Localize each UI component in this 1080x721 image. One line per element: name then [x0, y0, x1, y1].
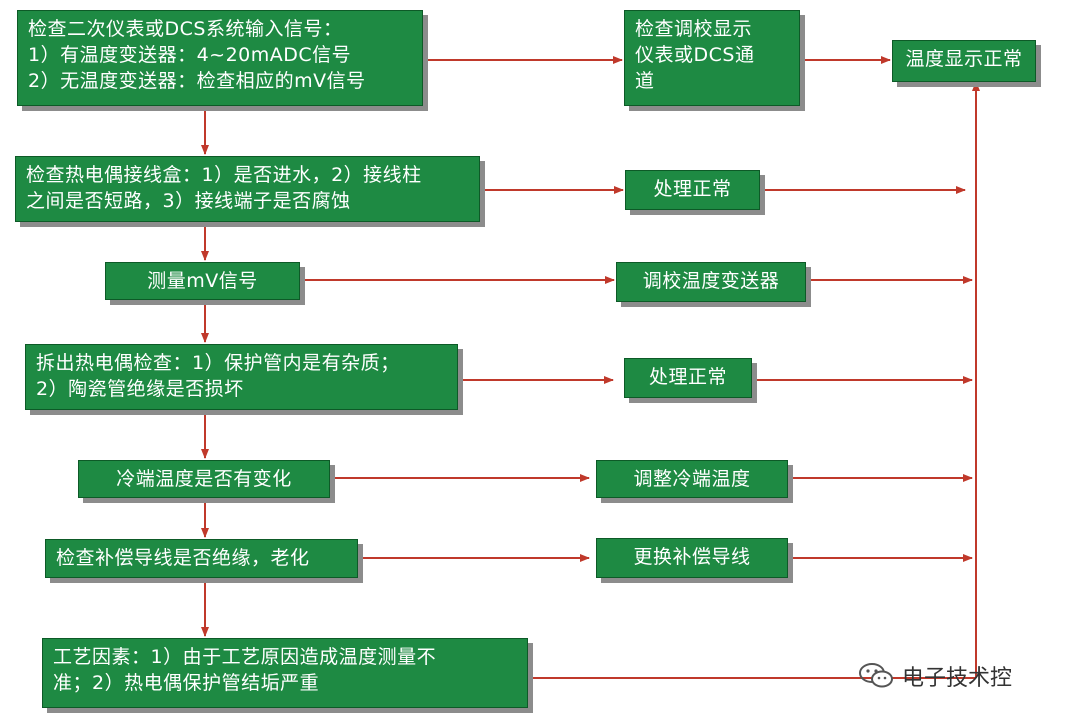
action-5-line-1: 调整冷端温度 [633, 468, 751, 490]
step-5-box: 冷端温度是否有变化 [78, 460, 330, 498]
step-4-line-2: 2）陶瓷管绝缘是否损坏 [36, 378, 244, 400]
step-7-line-2: 准；2）热电偶保护管结垢严重 [53, 672, 320, 694]
result-box: 温度显示正常 [892, 40, 1036, 82]
action-1-line-2: 仪表或DCS通 [635, 44, 755, 66]
step-2-line-1: 检查热电偶接线盒：1）是否进水，2）接线柱 [26, 164, 422, 186]
action-1-line-3: 道 [635, 70, 655, 92]
action-2-line-1: 处理正常 [653, 178, 732, 200]
step-2-line-2: 之间是否短路，3）接线端子是否腐蚀 [26, 190, 351, 212]
step-1-line-1: 检查二次仪表或DCS系统输入信号： [28, 18, 343, 40]
step-2-box: 检查热电偶接线盒：1）是否进水，2）接线柱 之间是否短路，3）接线端子是否腐蚀 [15, 156, 480, 222]
action-6-line-1: 更换补偿导线 [633, 546, 751, 568]
wechat-icon [859, 663, 893, 688]
step-1-box: 检查二次仪表或DCS系统输入信号： 1）有温度变送器：4~20mADC信号 2）… [17, 10, 423, 106]
action-1-line-1: 检查调校显示 [635, 18, 753, 40]
result-label: 温度显示正常 [905, 48, 1023, 70]
action-4-line-1: 处理正常 [648, 366, 727, 388]
watermark-text: 电子技术控 [902, 666, 1013, 691]
watermark: 电子技术控 [858, 656, 1058, 696]
action-5-box: 调整冷端温度 [596, 460, 788, 498]
step-3-line-1: 测量mV信号 [147, 270, 258, 292]
action-6-box: 更换补偿导线 [596, 538, 788, 578]
action-2-box: 处理正常 [625, 170, 760, 210]
step-5-line-1: 冷端温度是否有变化 [116, 468, 292, 490]
action-3-line-1: 调校温度变送器 [642, 270, 780, 292]
action-3-box: 调校温度变送器 [616, 262, 806, 302]
action-1-box: 检查调校显示 仪表或DCS通 道 [624, 10, 800, 106]
step-1-line-2: 1）有温度变送器：4~20mADC信号 [28, 44, 352, 66]
step-1-line-3: 2）无温度变送器：检查相应的mV信号 [28, 70, 366, 92]
step-3-box: 测量mV信号 [105, 262, 300, 300]
step-6-box: 检查补偿导线是否绝缘，老化 [45, 539, 358, 578]
step-7-line-1: 工艺因素：1）由于工艺原因造成温度测量不 [53, 646, 437, 668]
step-6-line-1: 检查补偿导线是否绝缘，老化 [56, 547, 310, 569]
step-4-line-1: 拆出热电偶检查：1）保护管内是有杂质； [36, 352, 400, 374]
action-4-box: 处理正常 [624, 358, 752, 398]
step-4-box: 拆出热电偶检查：1）保护管内是有杂质； 2）陶瓷管绝缘是否损坏 [25, 344, 458, 410]
step-7-box: 工艺因素：1）由于工艺原因造成温度测量不 准；2）热电偶保护管结垢严重 [42, 638, 528, 708]
